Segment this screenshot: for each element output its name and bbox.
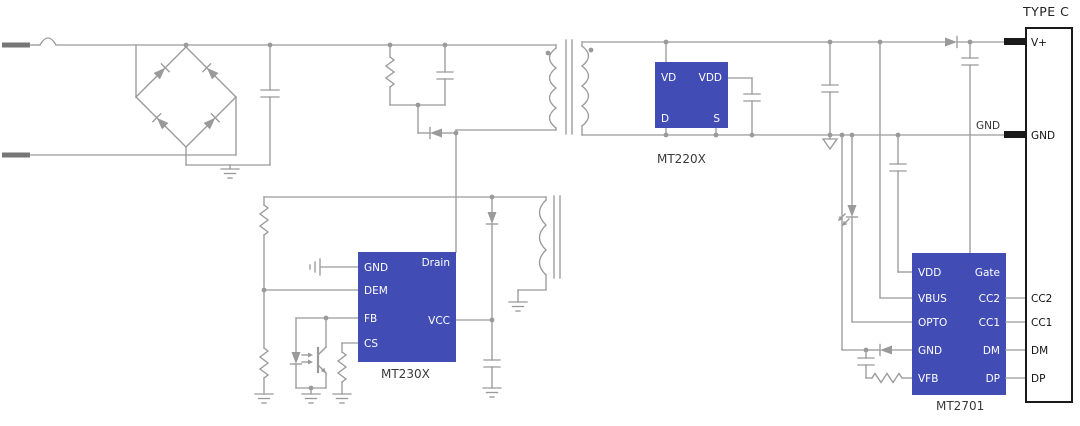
mt2701-supply-wiring xyxy=(879,41,913,299)
ic-body-mt230x xyxy=(358,252,456,362)
pin-label-dem: DEM xyxy=(364,285,388,297)
opto-led-icon xyxy=(845,204,859,218)
output-diode-icon xyxy=(944,35,958,49)
pin-label-s: S xyxy=(713,113,720,125)
ground-icon xyxy=(254,393,274,404)
ic-mt2701: VDD VBUS OPTO GND VFB Gate CC2 CC1 DM DP… xyxy=(912,253,1006,413)
pin-label-fb: FB xyxy=(364,313,377,325)
primary-winding-icon xyxy=(548,47,558,129)
typec-connector: TYPE C GND V+ GND CC2 CC1 DM DP xyxy=(976,4,1073,403)
ic-name-mt220x: MT220X xyxy=(657,152,706,166)
resistor-icon xyxy=(336,351,348,383)
resistor-icon xyxy=(258,204,270,236)
clamp-diode-icon xyxy=(429,126,443,140)
bulk-capacitor xyxy=(260,44,280,166)
ground-icon xyxy=(508,301,528,312)
connector-pin-gnd: GND xyxy=(1031,130,1055,142)
aux-rectifier-diode-icon xyxy=(485,211,499,225)
connector-pin-cc1: CC1 xyxy=(1031,317,1052,329)
pin-label-cs: CS xyxy=(364,338,378,350)
polarity-dot xyxy=(588,47,594,53)
ic-name-mt2701: MT2701 xyxy=(936,399,984,413)
pin-label-drain: Drain xyxy=(422,257,450,269)
pin-label-vcc: VCC xyxy=(428,315,450,327)
gnd-pin-stub xyxy=(1004,131,1026,138)
rcd-snubber xyxy=(384,44,457,140)
aux-winding-circuit xyxy=(263,195,561,398)
zener-diode-icon xyxy=(879,343,893,357)
net-label-gnd: GND xyxy=(976,120,1000,132)
pin-label-gnd: GND xyxy=(918,345,942,357)
sync-rectifier-mt220x: VD VDD D S MT220X xyxy=(655,41,761,166)
secondary-rails xyxy=(581,35,1027,136)
transformer xyxy=(455,39,594,253)
output-capacitor xyxy=(821,41,839,151)
resistor-icon xyxy=(384,56,396,88)
vplus-pin-stub xyxy=(1004,38,1026,45)
fuse-icon xyxy=(39,37,57,46)
connector-pin-dp: DP xyxy=(1031,373,1045,385)
ground-triangle-icon xyxy=(821,138,839,151)
pin-label-vdd: VDD xyxy=(918,267,941,279)
ground-icon xyxy=(482,387,502,398)
cc-data-wires xyxy=(1005,297,1027,379)
opto-led-icon xyxy=(289,351,303,365)
connector-pin-cc2: CC2 xyxy=(1031,293,1052,305)
pin-label-gnd: GND xyxy=(364,262,388,274)
resistor-icon xyxy=(258,347,270,379)
pin-label-gate: Gate xyxy=(975,267,1000,279)
ic-body-mt2701 xyxy=(912,253,1006,395)
cs-sense-resistor xyxy=(332,342,359,404)
resistor-icon xyxy=(871,372,903,384)
junction-dots xyxy=(183,39,973,391)
pin-label-vd: VD xyxy=(661,72,676,84)
mt2701-gnd-vfb-wiring xyxy=(841,134,913,384)
ac-input xyxy=(2,37,557,158)
ic-name-mt230x: MT230X xyxy=(381,367,430,381)
optocoupler-primary xyxy=(289,317,359,404)
pin-label-cc1: CC1 xyxy=(979,317,1000,329)
pin-label-dp: DP xyxy=(986,373,1000,385)
bridge-rectifier xyxy=(135,46,271,179)
opto-led-secondary xyxy=(838,134,913,323)
dem-divider xyxy=(254,196,359,404)
connector-title: TYPE C xyxy=(1022,4,1069,19)
connector-pin-dm: DM xyxy=(1031,345,1048,357)
pin-label-d: D xyxy=(661,113,669,125)
pin-label-vbus: VBUS xyxy=(918,293,947,305)
secondary-winding-icon xyxy=(580,45,590,127)
pin-label-cc2: CC2 xyxy=(979,293,1000,305)
gate-drive-wiring xyxy=(961,41,979,254)
ground-icon xyxy=(301,393,321,404)
pin-label-opto: OPTO xyxy=(918,317,947,329)
typec-connector-body xyxy=(1025,27,1073,403)
connector-pin-vplus: V+ xyxy=(1031,37,1047,49)
ground-icon xyxy=(332,393,352,404)
gnd-pin-wiring xyxy=(309,258,359,276)
pin-label-dm: DM xyxy=(983,345,1000,357)
pin-label-vfb: VFB xyxy=(918,373,938,385)
aux-winding-icon xyxy=(538,199,547,276)
ic-mt230x: GND DEM FB CS Drain VCC MT230X xyxy=(358,252,456,381)
pin-label-vdd: VDD xyxy=(699,72,722,84)
ic-body-mt220x xyxy=(655,62,728,128)
ground-icon xyxy=(220,168,240,179)
polarity-dot xyxy=(545,50,551,56)
